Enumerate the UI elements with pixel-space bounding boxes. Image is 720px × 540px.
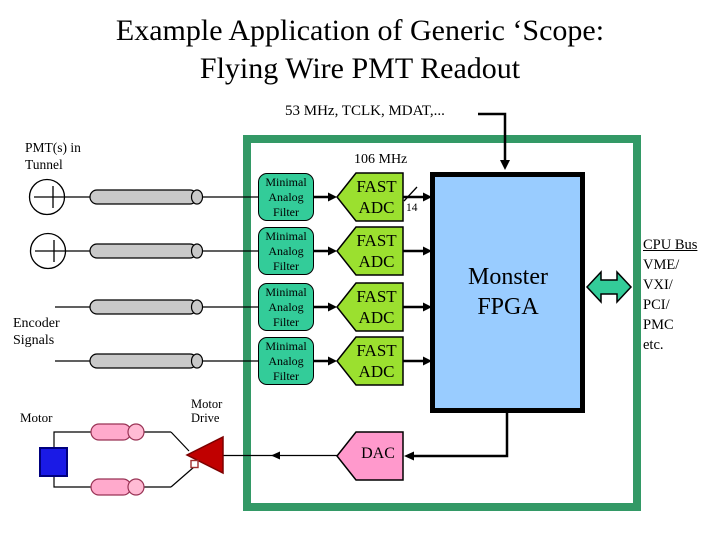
dac-to-drive-arrow bbox=[223, 451, 337, 460]
dac-label: DAC bbox=[361, 445, 395, 462]
fast-adc-label: FAST ADC bbox=[356, 177, 397, 217]
pmt-input-label: PMT(s) in Tunnel bbox=[25, 140, 81, 172]
cpu-bus-option: VXI/ bbox=[643, 277, 673, 293]
cpu-bus-block: CPU Bus VME/ VXI/ PCI/ PMC etc. bbox=[643, 235, 697, 355]
fast-adc-label: FAST ADC bbox=[356, 231, 397, 271]
coax-cable-icon bbox=[89, 299, 204, 315]
motor-cable-icon bbox=[90, 423, 145, 441]
adc-rate-label: 106 MHz bbox=[354, 152, 408, 167]
analog-filter-box: Minimal Analog Filter bbox=[258, 283, 314, 331]
coax-cable-icon bbox=[89, 353, 204, 369]
slide-title-line1: Example Application of Generic ‘Scope: bbox=[115, 14, 605, 47]
fast-adc-shape bbox=[336, 226, 404, 276]
bus-width-label: 14 bbox=[406, 202, 418, 214]
cpu-bus-title: CPU Bus bbox=[643, 237, 698, 253]
scope-boundary-box bbox=[243, 135, 641, 511]
coax-cable-icon bbox=[89, 243, 204, 259]
inverter-square-icon bbox=[190, 459, 199, 469]
cpu-bus-option: VME/ bbox=[643, 257, 680, 273]
fast-adc-shape bbox=[336, 172, 404, 222]
fast-adc-label: FAST ADC bbox=[356, 341, 397, 381]
adc-to-fpga-arrow bbox=[403, 246, 432, 256]
filter-to-adc-arrow bbox=[314, 302, 337, 312]
analog-filter-box: Minimal Analog Filter bbox=[258, 173, 314, 221]
analog-filter-box: Minimal Analog Filter bbox=[258, 227, 314, 275]
fpga-label: Monster FPGA bbox=[468, 264, 548, 320]
motor-cable-icon bbox=[90, 478, 145, 496]
cpu-bus-double-arrow-icon bbox=[585, 270, 633, 304]
clock-signal-line bbox=[478, 112, 507, 161]
slide-title: Example Application of Generic ‘Scope: F… bbox=[0, 12, 720, 88]
adc-to-fpga-arrow bbox=[403, 302, 432, 312]
filter-to-adc-arrow bbox=[314, 192, 337, 202]
encoder-input-label: Encoder Signals bbox=[13, 316, 60, 348]
fast-adc-shape bbox=[336, 336, 404, 386]
clock-arrowhead-icon bbox=[500, 160, 510, 170]
adc-to-fpga-arrow bbox=[403, 356, 432, 366]
adc-to-fpga-arrow bbox=[403, 192, 432, 202]
bus-width-slash bbox=[403, 186, 418, 202]
motor-drive-amplifier-icon bbox=[185, 435, 224, 475]
cpu-bus-option: etc. bbox=[643, 337, 664, 353]
slide-title-line2: Flying Wire PMT Readout bbox=[199, 52, 521, 85]
fpga-to-dac-arrow bbox=[404, 413, 509, 461]
clock-bus-label: 53 MHz, TCLK, MDAT,... bbox=[285, 103, 445, 119]
cpu-bus-option: PMC bbox=[643, 317, 674, 333]
coax-cable-icon bbox=[89, 189, 204, 205]
dac-shape bbox=[336, 431, 404, 481]
fast-adc-shape bbox=[336, 282, 404, 332]
pmt-circle-icon bbox=[28, 178, 66, 216]
pmt-circle-icon bbox=[29, 232, 67, 270]
fast-adc-label: FAST ADC bbox=[356, 287, 397, 327]
filter-to-adc-arrow bbox=[314, 356, 337, 366]
motor-block bbox=[39, 447, 68, 477]
motor-drive-label: Motor Drive bbox=[191, 397, 223, 425]
cpu-bus-option: PCI/ bbox=[643, 297, 670, 313]
analog-filter-box: Minimal Analog Filter bbox=[258, 337, 314, 385]
motor-wiring bbox=[53, 431, 195, 488]
motor-label: Motor bbox=[20, 410, 53, 425]
fpga-box bbox=[430, 172, 585, 413]
filter-to-adc-arrow bbox=[314, 246, 337, 256]
